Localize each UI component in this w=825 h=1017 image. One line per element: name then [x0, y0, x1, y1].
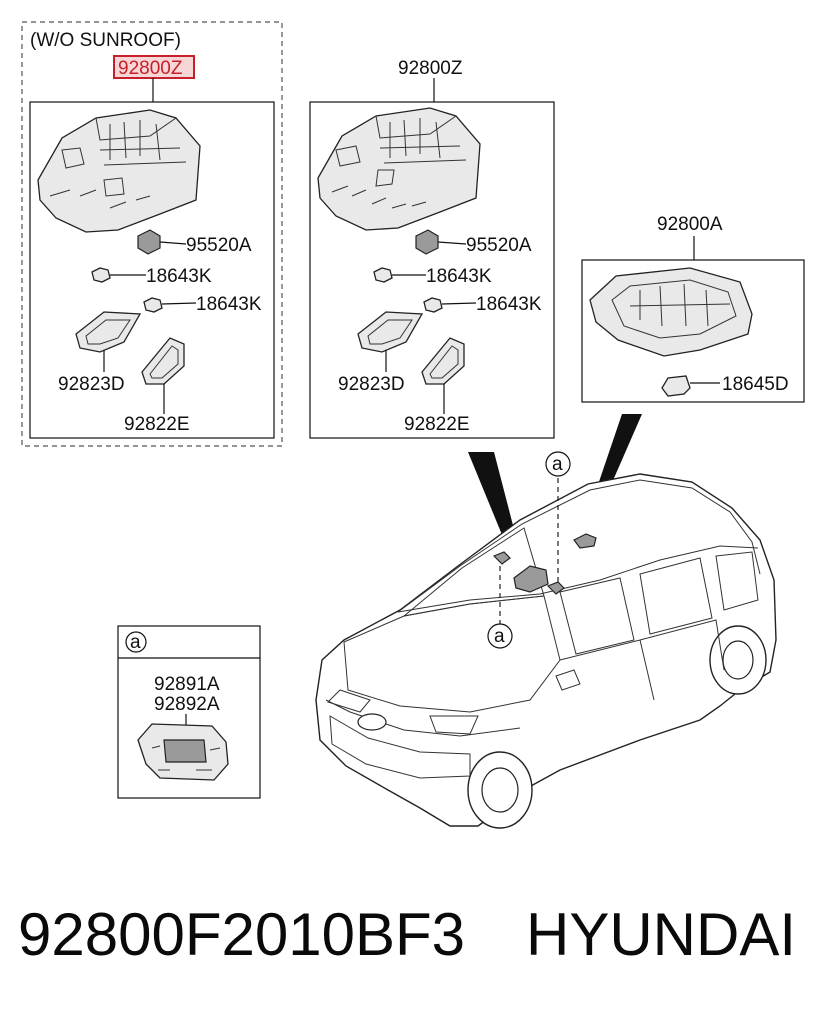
middle-inner-box [309, 101, 555, 439]
detail-vanity-lamp-icon [137, 723, 229, 781]
right-bulb-label[interactable]: 18645D [722, 374, 789, 395]
car-rear-wheel [709, 625, 767, 695]
right-inner-box [581, 259, 805, 403]
middle-lens-icon-2 [421, 337, 465, 385]
left-bulb-label-2[interactable]: 18643K [196, 294, 262, 315]
middle-lens-label-1[interactable]: 92823D [338, 374, 405, 395]
part-number: 92800F2010BF3 [18, 901, 466, 968]
right-assembly-label[interactable]: 92800A [657, 214, 723, 235]
left-switch-icon [137, 229, 161, 255]
car-overhead-console [513, 565, 549, 593]
left-console-icon [37, 109, 201, 233]
car-vanity-lamp-left [492, 551, 511, 565]
car-room-lamp [573, 533, 597, 549]
left-assembly-label[interactable]: 92800Z [118, 58, 183, 79]
car-vanity-lamp-right [546, 581, 565, 595]
detail-a-callout[interactable]: a [130, 632, 141, 653]
middle-assembly-label[interactable]: 92800Z [398, 58, 463, 79]
left-panel: (W/O SUNROOF) 92800Z 95520A 18643K [21, 21, 283, 447]
detail-part-label-1[interactable]: 92891A [154, 674, 220, 695]
car-callout-circle-bottom [487, 623, 513, 649]
left-assembly-highlight [113, 55, 195, 79]
detail-a-callout-circle [125, 631, 147, 653]
left-bulb-icon-1 [91, 267, 111, 283]
right-bulb-icon [661, 375, 691, 397]
left-lens-label-1[interactable]: 92823D [58, 374, 125, 395]
parts-diagram: (W/O SUNROOF) 92800Z 95520A 18643K [21, 21, 805, 829]
detail-a-panel: a 92891A 92892A [117, 625, 261, 799]
right-room-lamp-icon [589, 267, 753, 357]
left-bulb-icon-2 [143, 297, 163, 313]
left-lens-icon-2 [141, 337, 185, 385]
car-callout-top[interactable]: a [552, 454, 563, 475]
middle-bulb-icon-2 [423, 297, 443, 313]
middle-bulb-label-2[interactable]: 18643K [476, 294, 542, 315]
car-front-wheel [467, 751, 533, 829]
left-inner-box [29, 101, 275, 439]
middle-switch-icon [415, 229, 439, 255]
car-callout-bottom[interactable]: a [494, 626, 505, 647]
middle-console-icon [317, 107, 481, 231]
middle-switch-label[interactable]: 95520A [466, 235, 532, 256]
footer: 92800F2010BF3 HYUNDAI [0, 880, 825, 990]
left-panel-dashed-border [21, 21, 283, 447]
left-lens-icon-1 [75, 311, 142, 353]
left-switch-label[interactable]: 95520A [186, 235, 252, 256]
detail-a-box [117, 625, 261, 799]
car-badge [357, 713, 387, 731]
right-panel: 92800A 18645D [581, 214, 805, 403]
detail-part-label-2[interactable]: 92892A [154, 694, 220, 715]
left-panel-title: (W/O SUNROOF) [30, 30, 181, 51]
middle-lens-icon-1 [357, 311, 424, 353]
car-illustration: a a [315, 414, 777, 829]
brand-name: HYUNDAI [526, 901, 797, 968]
middle-lens-label-2[interactable]: 92822E [404, 414, 470, 435]
left-bulb-label-1[interactable]: 18643K [146, 266, 212, 287]
left-lens-label-2[interactable]: 92822E [124, 414, 190, 435]
middle-panel: 92800Z 95520A 18643K 18643K [309, 58, 555, 439]
middle-bulb-label-1[interactable]: 18643K [426, 266, 492, 287]
middle-bulb-icon-1 [373, 267, 393, 283]
car-callout-circle-top [545, 451, 571, 477]
